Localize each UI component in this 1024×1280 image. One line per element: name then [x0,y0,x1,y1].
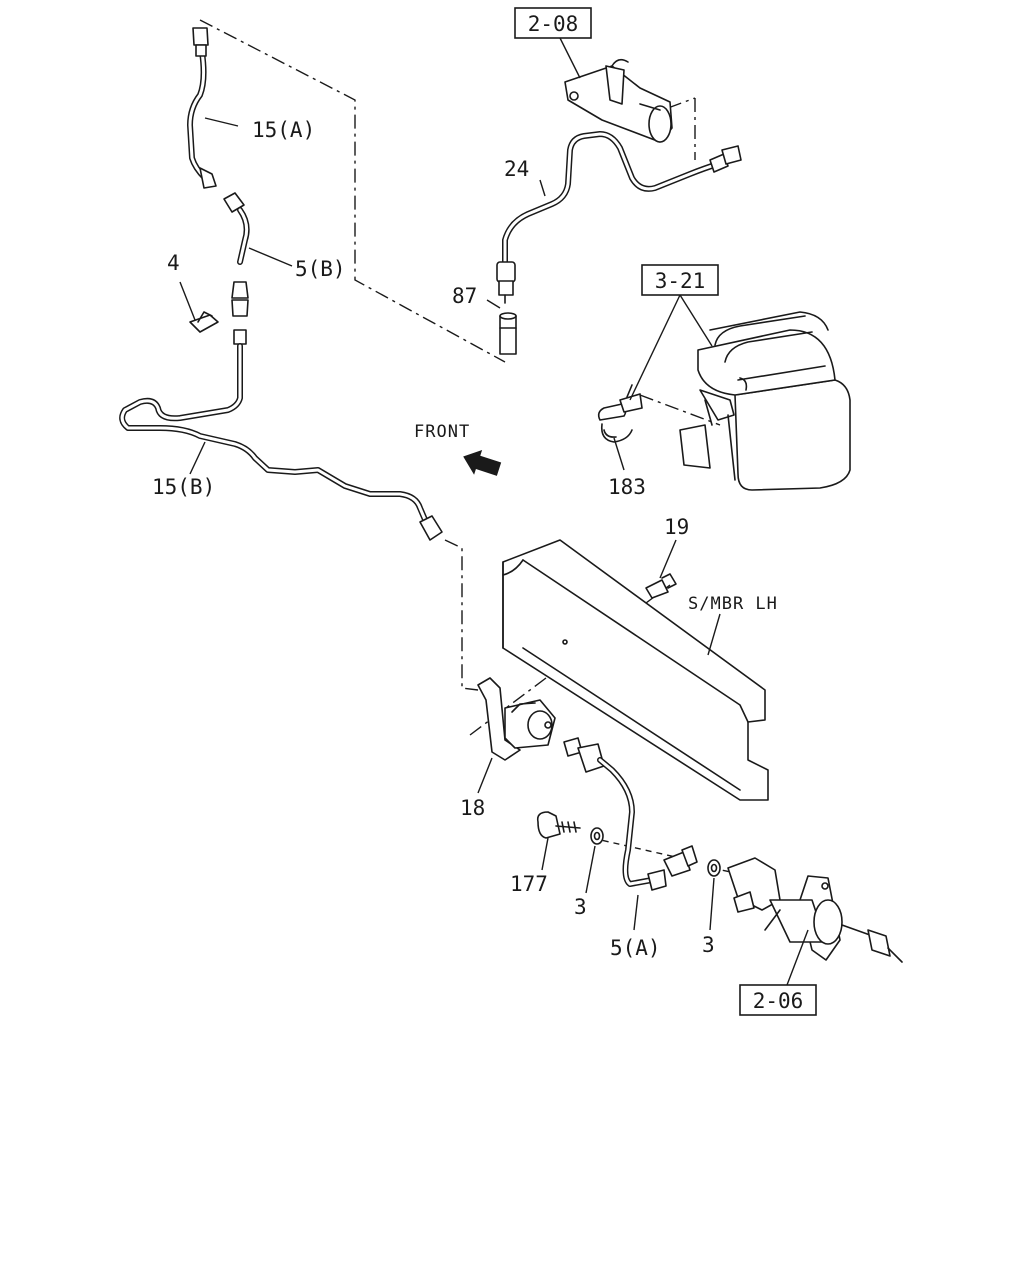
label-18: 18 [460,796,485,820]
hose-5b [223,192,250,317]
ref-label-2-06: 2-06 [753,989,804,1013]
front-arrow-icon [463,450,502,476]
label-5b: 5(B) [295,257,346,281]
label-smbr-lh: S/MBR LH [688,594,778,614]
hose-183 [597,384,643,443]
label-87: 87 [452,284,477,308]
ref-label-3-21: 3-21 [655,269,706,293]
slave-cylinder [727,857,903,963]
label-front: FRONT [414,422,470,442]
hose-5a [563,737,698,891]
bracket-18 [477,677,556,761]
label-183: 183 [608,475,646,499]
label-15a: 15(A) [252,118,315,142]
washer-3-right [707,859,721,877]
ref-box-2-06: 2-06 [739,984,817,1016]
label-3-left: 3 [574,895,587,919]
bolt-177 [536,811,581,839]
pipe-24 [496,131,742,304]
side-member [502,539,769,801]
pipe-15b [119,329,443,541]
ref-box-2-08: 2-08 [514,7,592,39]
leader-lines [179,37,809,986]
bolt-19 [645,573,677,599]
master-cylinder [564,58,673,143]
ref-label-2-08: 2-08 [528,12,579,36]
label-4: 4 [167,251,180,275]
washer-3-left [590,827,604,845]
connector-87 [499,312,517,355]
ref-box-3-21: 3-21 [641,264,719,296]
label-24: 24 [504,157,529,181]
label-177: 177 [510,872,548,896]
clip-4 [189,311,219,333]
label-5a: 5(A) [610,936,661,960]
label-3-right: 3 [702,933,715,957]
label-19: 19 [664,515,689,539]
label-15b: 15(B) [152,475,215,499]
reservoir-3-21 [679,311,851,491]
pipe-15a [187,27,217,189]
